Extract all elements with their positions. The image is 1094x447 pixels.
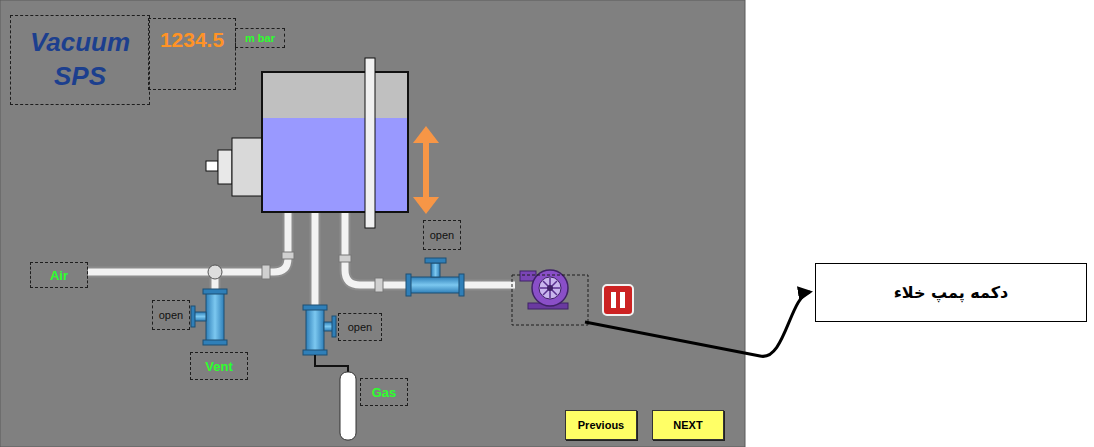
pipe [339, 255, 351, 262]
vacuum-pump [540, 278, 560, 298]
vent-valve [191, 289, 227, 345]
label-text: Gas [372, 385, 397, 400]
vacuum-tank [262, 118, 408, 212]
pipe [262, 265, 270, 279]
vent-valve [191, 306, 195, 327]
pause-button [603, 285, 633, 315]
label-text: open [348, 321, 372, 333]
vacuum-pump [539, 277, 561, 299]
ball-valve [208, 265, 222, 279]
line-label: Air [30, 262, 88, 288]
label-text: open [430, 229, 454, 241]
vent-valve [203, 340, 227, 345]
label-text: Vent [205, 359, 232, 374]
valve-state: open [152, 300, 190, 330]
gas-cylinder [340, 372, 356, 440]
pipe [88, 212, 288, 272]
label-text: Previous [578, 419, 624, 431]
callout-box: دکمه پمپ خلاء [815, 263, 1087, 322]
gas-valve [303, 305, 336, 355]
pipe [312, 212, 319, 308]
level-arrow [423, 140, 429, 200]
gas-valve [306, 308, 324, 352]
vent-valve [206, 292, 224, 342]
pipe [88, 212, 515, 308]
screen-title: Vacuum SPS [10, 15, 150, 105]
gas-valve [303, 305, 327, 310]
line-label: Vent [190, 352, 248, 380]
vacuum-tank [262, 72, 408, 118]
label-text: Vacuum SPS [17, 26, 143, 94]
line-label: Gas [360, 378, 408, 406]
vacuum-tank [365, 58, 375, 228]
label-text: NEXT [673, 419, 702, 431]
level-arrow [413, 126, 439, 143]
nav-button: NEXT [652, 410, 724, 440]
vacuum-tank [206, 161, 218, 171]
pipe [282, 252, 294, 259]
pump-valve [410, 277, 460, 293]
vacuum-pump [512, 270, 588, 325]
vacuum-tank [232, 138, 262, 196]
pipe [88, 212, 288, 272]
gas-valve [303, 350, 327, 355]
label-text: m bar [245, 32, 275, 44]
nav-button: Previous [565, 410, 637, 440]
valve-state: open [423, 220, 461, 250]
label-text: open [159, 309, 183, 321]
vacuum-tank [218, 150, 232, 184]
gas-valve [332, 316, 336, 337]
level-arrow [413, 126, 439, 214]
pump-valve [459, 274, 464, 296]
vent-valve [194, 312, 206, 321]
label-text: 1234.5 [160, 28, 224, 52]
pause-button [620, 292, 625, 308]
vacuum-pump [512, 275, 588, 325]
vacuum-tank [262, 72, 408, 212]
pump-valve [431, 263, 440, 277]
screen-panel [0, 0, 745, 447]
pipe [375, 278, 383, 292]
vacuum-tank [206, 58, 408, 228]
vent-valve [203, 289, 227, 294]
unit-label: m bar [235, 28, 285, 48]
vacuum-pump [547, 285, 553, 291]
pause-button [603, 285, 633, 315]
label-text: Air [50, 268, 68, 283]
pause-button [611, 292, 616, 308]
pump-valve [425, 258, 446, 263]
leader-arrow [585, 292, 810, 356]
level-arrow [413, 197, 439, 214]
pump-valve [406, 274, 411, 296]
pump-valve [406, 258, 464, 296]
gas-line [315, 355, 348, 372]
label-text: دکمه پمپ خلاء [894, 283, 1009, 302]
pressure-display: 1234.5 [148, 18, 236, 90]
valve-state: open [338, 313, 382, 341]
pipe [310, 212, 321, 308]
